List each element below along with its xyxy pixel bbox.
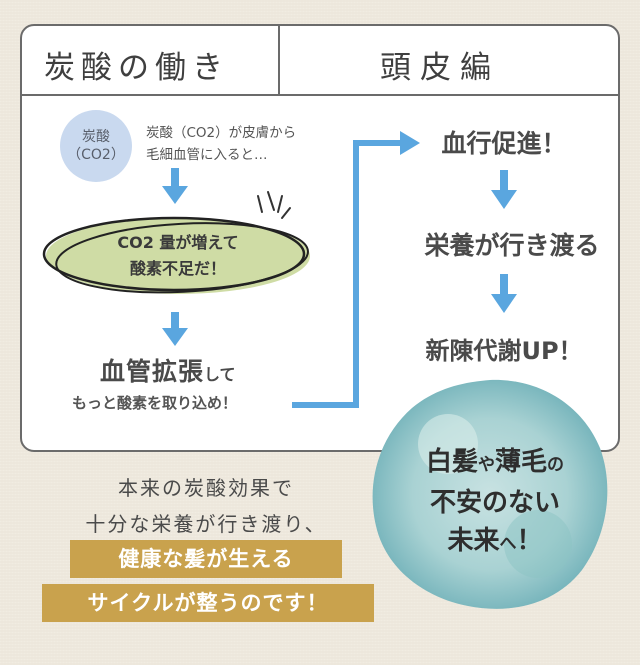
blob-white-hair: 白髪 <box>425 447 478 477</box>
header-separator <box>278 26 280 96</box>
ellipse-line-1: CO2 量が増えて <box>117 233 239 252</box>
highlight-cycle: サイクルが整うのです！ <box>42 584 374 622</box>
header-right-title: 頭皮編 <box>380 50 500 86</box>
down-arrow-2-shaft <box>171 312 179 330</box>
blob-line-1: 白髪や薄毛の <box>400 443 590 484</box>
bubble-label-1: 炭酸 <box>82 129 110 145</box>
bubble-label-2: （CO2） <box>67 147 125 163</box>
vasodilation-suffix: して <box>204 365 236 384</box>
blob-thin-hair: 薄毛 <box>495 447 548 477</box>
step-circulation: 血行促進！ <box>441 129 567 158</box>
header-left-title: 炭酸の働き <box>44 50 229 86</box>
down-arrow-4-head <box>491 294 517 313</box>
connector-line <box>292 140 402 408</box>
ellipse-text: CO2 量が増えて 酸素不足だ！ <box>88 230 268 282</box>
down-arrow-4-shaft <box>500 274 508 296</box>
blob-future: 未来 <box>447 526 500 556</box>
down-arrow-3-head <box>491 190 517 209</box>
ellipse-line-2: 酸素不足だ！ <box>129 259 226 278</box>
mechanism-card: 炭酸の働き 頭皮編 <box>20 24 620 452</box>
oxygen-ellipse <box>42 216 310 294</box>
vasodilation-title: 血管拡張して <box>100 352 236 388</box>
blob-line-3: 未来へ！ <box>400 522 590 563</box>
step-metabolism: 新陳代謝UP！ <box>425 337 583 365</box>
blob-line-2: 不安のない <box>429 488 560 518</box>
down-arrow-1-head <box>162 186 188 204</box>
bubble-desc-line-2: 毛細血管に入ると… <box>146 147 268 163</box>
down-arrow-2-head <box>162 328 188 346</box>
watercolor-blob <box>372 379 608 609</box>
highlight-healthy-hair: 健康な髪が生える <box>70 540 342 578</box>
down-arrow-3-shaft <box>500 170 508 192</box>
bubble-description: 炭酸（CO2）が皮膚から 毛細血管に入ると… <box>146 122 326 166</box>
vasodilation-main: 血管拡張 <box>100 357 205 386</box>
step-nutrition: 栄養が行き渡る <box>424 231 600 260</box>
blob-he: へ <box>499 534 517 554</box>
summary-line-1: 本来の炭酸効果で <box>118 476 294 500</box>
card-header: 炭酸の働き 頭皮編 <box>22 26 618 96</box>
blob-no: の <box>547 455 565 475</box>
connector-arrowhead <box>400 131 420 155</box>
vasodilation-subtitle: もっと酸素を取り込め！ <box>72 394 238 412</box>
blob-message: 白髪や薄毛の 不安のない 未来へ！ <box>400 443 590 563</box>
summary-line-2: 十分な栄養が行き渡り、 <box>85 512 327 536</box>
blob-ya: や <box>478 455 495 475</box>
down-arrow-1-shaft <box>171 168 179 188</box>
bubble-desc-line-1: 炭酸（CO2）が皮膚から <box>146 125 297 141</box>
blob-exclaim: ！ <box>516 526 543 556</box>
co2-bubble: 炭酸 （CO2） <box>60 110 132 182</box>
tension-marks <box>257 191 291 219</box>
